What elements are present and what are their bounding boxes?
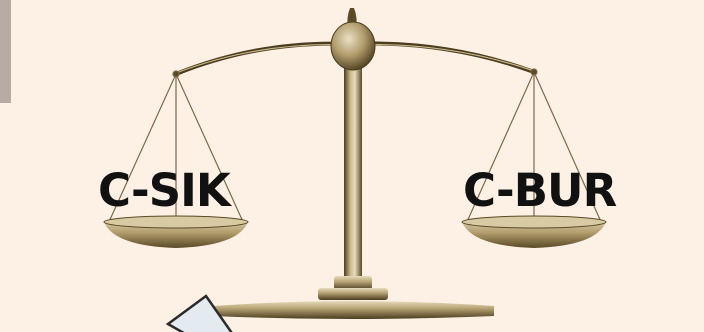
left-pan-strings	[107, 70, 245, 226]
left-pan	[103, 215, 249, 248]
right-pan-strings	[465, 68, 603, 226]
paper-sheet-icon	[165, 294, 233, 332]
right-pan	[461, 215, 607, 248]
right-pan-label: C-BUR	[463, 164, 617, 217]
left-pan-label: C-SIK	[98, 164, 231, 217]
center-post	[344, 60, 362, 300]
scale-base	[214, 276, 494, 319]
pivot-knob	[330, 21, 376, 71]
left-accent-bar	[0, 0, 11, 103]
